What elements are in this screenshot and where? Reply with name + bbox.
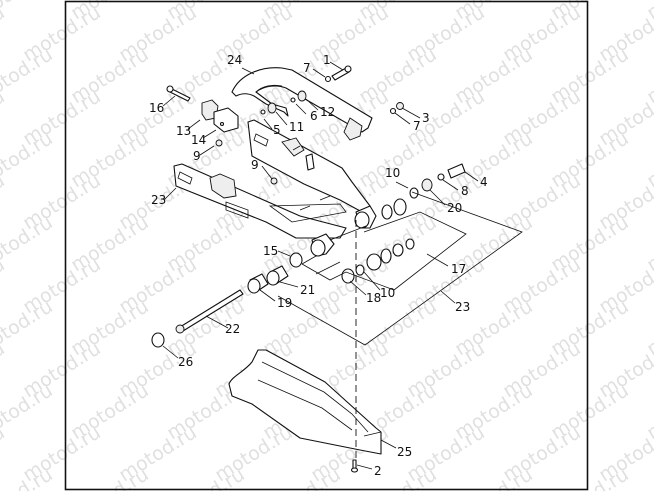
callout-23: 23 <box>455 300 470 314</box>
bolt-part-1 <box>331 65 352 81</box>
watermark-text: motod.ru <box>0 0 57 24</box>
watermark-text: motod.ru <box>0 211 57 276</box>
callout-8: 8 <box>461 184 469 198</box>
diagram-frame <box>64 0 589 491</box>
small-parts-12-6-11-5 <box>260 90 307 115</box>
watermark-text: motod.ru <box>643 0 654 24</box>
bolt-part-16 <box>166 85 191 102</box>
screw-part-2 <box>350 459 359 473</box>
bracket-17-lower <box>301 255 341 275</box>
watermark-text: motod.ru <box>0 169 9 234</box>
callout-1: 1 <box>323 53 331 67</box>
callout-7: 7 <box>413 119 421 133</box>
bolt-part-3 <box>389 102 404 115</box>
watermark-text: motod.ru <box>451 463 537 491</box>
leader-lines <box>162 61 479 470</box>
chain-guard-part-24 <box>231 67 373 141</box>
callout-20: 20 <box>447 201 462 215</box>
bracket-23 <box>277 191 523 346</box>
spacer-parts-21-19 <box>247 265 289 294</box>
callout-11: 11 <box>289 120 304 134</box>
watermark-text: motod.ru <box>0 253 9 318</box>
pivot-shaft-part-22 <box>175 289 244 334</box>
callout-21: 21 <box>300 283 315 297</box>
watermark-text: motod.ru <box>163 463 249 491</box>
chain-slider-part-25 <box>228 349 382 455</box>
pivot-hardware-upper <box>381 163 466 220</box>
watermark-text: motod.ru <box>0 43 57 108</box>
watermark-text: motod.ru <box>547 463 633 491</box>
callout-24: 24 <box>227 53 242 67</box>
callout-10: 10 <box>385 166 400 180</box>
swingarm-left-arm <box>173 163 347 239</box>
callout-26: 26 <box>178 355 193 369</box>
washer-part-7a <box>324 75 332 83</box>
callout-12: 12 <box>320 105 335 119</box>
watermark-text: motod.ru <box>259 463 345 491</box>
watermark-text: motod.ru <box>0 1 9 66</box>
callout-17: 17 <box>451 262 466 276</box>
watermark-text: motod.ru <box>0 127 57 192</box>
callout-7: 7 <box>303 61 311 75</box>
callout-9: 9 <box>193 149 201 163</box>
cap-part-26 <box>151 332 165 348</box>
callout-22: 22 <box>225 322 240 336</box>
callout-18: 18 <box>366 291 381 305</box>
callout-19: 19 <box>277 296 292 310</box>
watermark-text: motod.ru <box>0 337 9 402</box>
nut-part-9a <box>215 139 223 147</box>
callout-13: 13 <box>176 124 191 138</box>
callout-9: 9 <box>251 158 259 172</box>
watermark-text: motod.ru <box>67 463 153 491</box>
watermark-text: motod.ru <box>0 421 9 486</box>
callout-23: 23 <box>151 193 166 207</box>
callout-2: 2 <box>374 464 382 478</box>
watermark-text: motod.ru <box>0 379 57 444</box>
nut-part-9b <box>270 177 278 185</box>
callout-25: 25 <box>397 445 412 459</box>
callout-4: 4 <box>480 175 488 189</box>
swingarm-pivot-tubes <box>299 195 377 257</box>
callout-5: 5 <box>273 123 281 137</box>
bracket-17 <box>301 211 467 291</box>
callout-15: 15 <box>263 244 278 258</box>
chain-adjuster-parts-13-14 <box>201 99 239 133</box>
callout-16: 16 <box>149 101 164 115</box>
callout-10: 10 <box>380 286 395 300</box>
watermark-text: motod.ru <box>0 295 57 360</box>
callout-3: 3 <box>422 111 430 125</box>
callout-14: 14 <box>191 133 206 147</box>
watermark-text: motod.ru <box>643 463 654 491</box>
callout-6: 6 <box>310 109 318 123</box>
watermark-text: motod.ru <box>0 85 9 150</box>
